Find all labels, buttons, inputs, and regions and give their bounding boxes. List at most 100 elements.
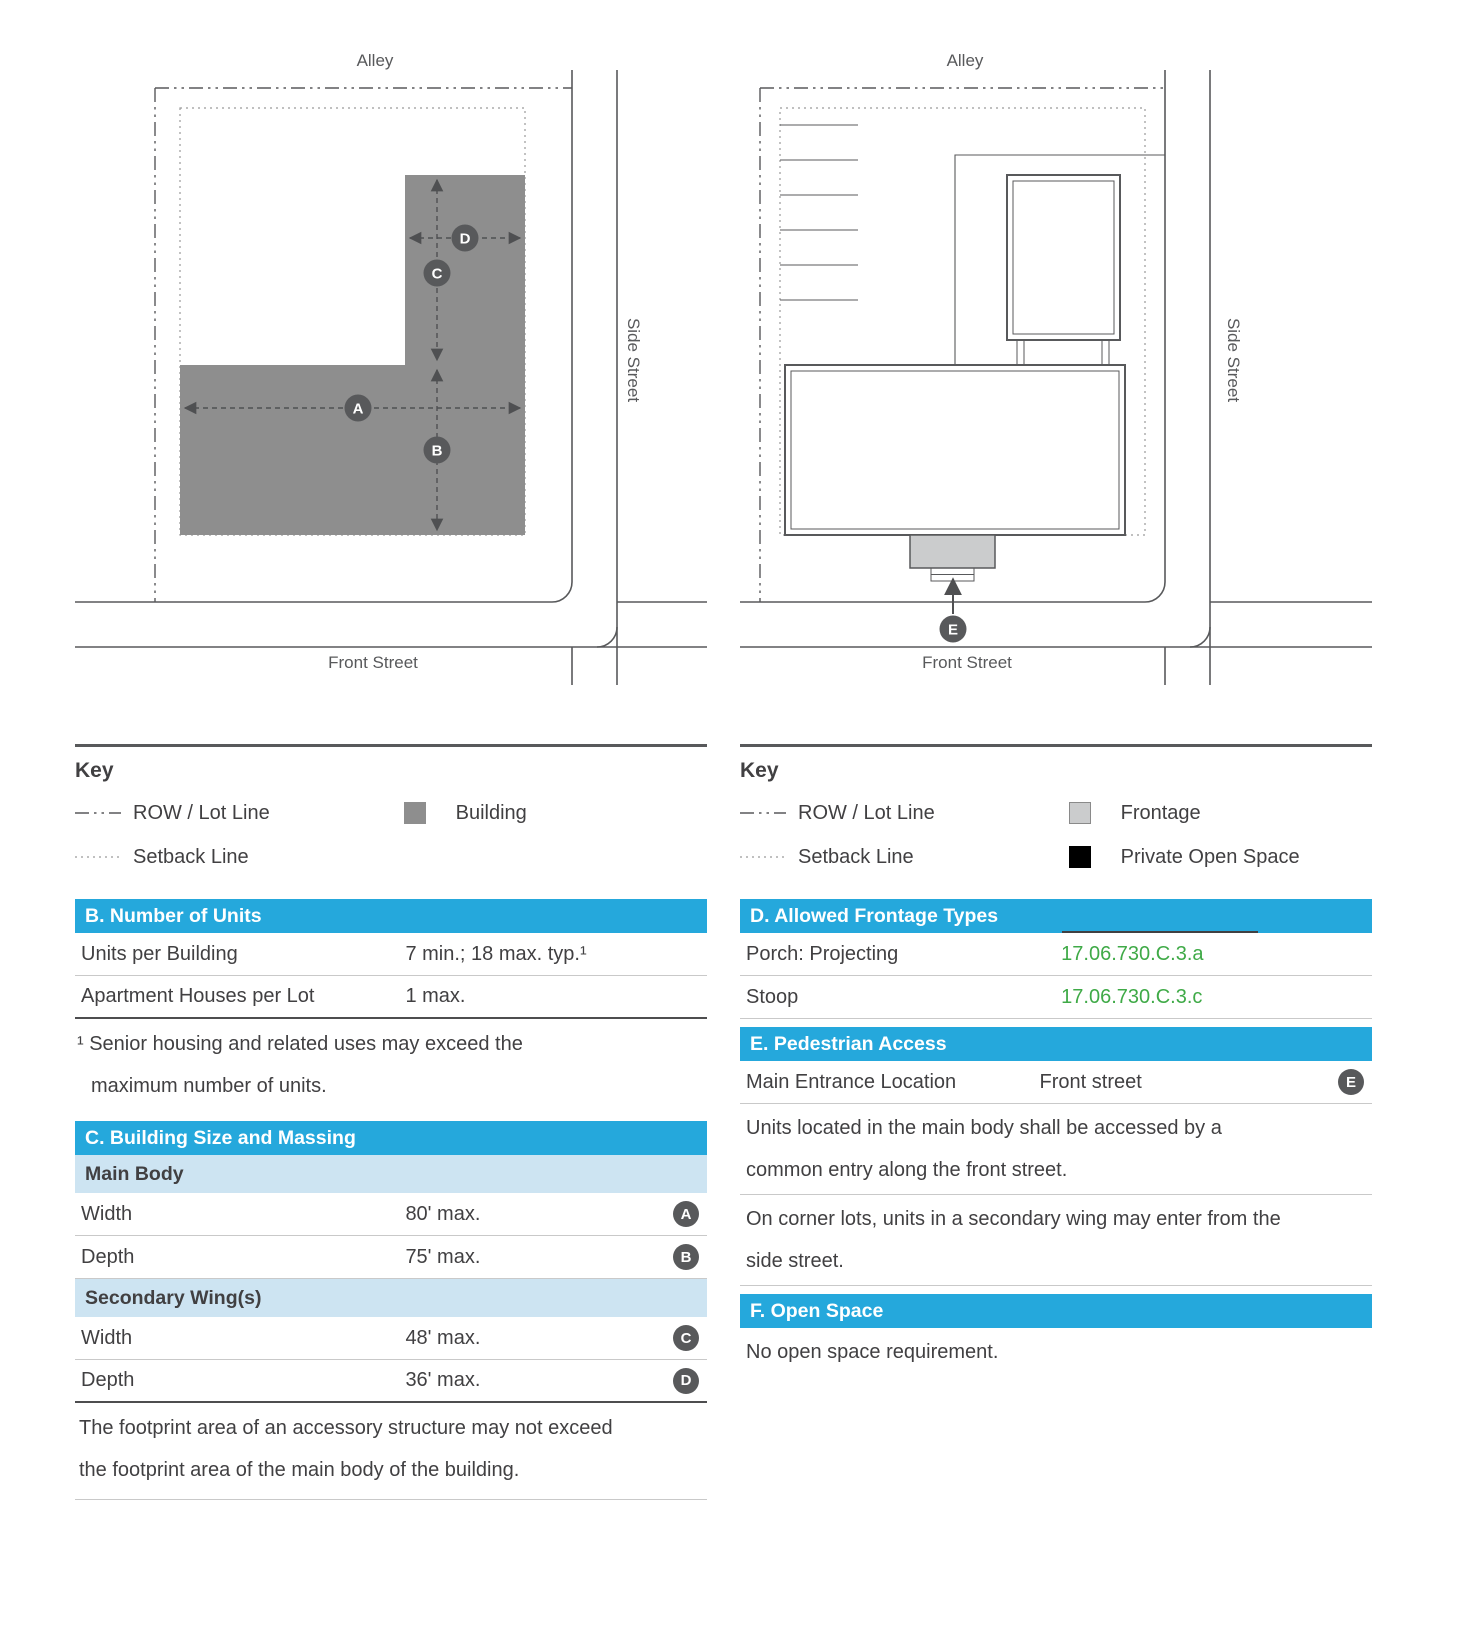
paragraph-text: On corner lots, units in a secondary win… bbox=[746, 1208, 1281, 1272]
section-allowed-frontage-types: D. Allowed Frontage Types Porch: Project… bbox=[740, 899, 1372, 1019]
street-lines bbox=[75, 70, 707, 685]
table-row: Main Entrance Location Front street E bbox=[740, 1061, 1372, 1104]
key-label: Building bbox=[455, 801, 527, 824]
row-lot-line-sample-icon bbox=[75, 812, 121, 814]
key-label: ROW / Lot Line bbox=[798, 801, 935, 824]
frontage-access-diagram: Alley bbox=[740, 51, 1372, 685]
section-header: D. Allowed Frontage Types bbox=[740, 899, 1372, 933]
row-label: Depth bbox=[81, 1245, 135, 1268]
section-pedestrian-access: E. Pedestrian Access Main Entrance Locat… bbox=[740, 1027, 1372, 1286]
key-label: ROW / Lot Line bbox=[133, 801, 270, 824]
table-row: Apartment Houses per Lot 1 max. bbox=[75, 976, 707, 1019]
key-title: Key bbox=[740, 759, 779, 782]
setback-line bbox=[179, 107, 526, 536]
row-label: Width bbox=[81, 1202, 133, 1225]
side-street-label: Side Street bbox=[624, 318, 643, 402]
alley-label: Alley bbox=[357, 51, 394, 70]
key-item-empty bbox=[404, 835, 707, 879]
svg-text:C: C bbox=[432, 266, 443, 283]
entrance-badge: E bbox=[1338, 1069, 1364, 1095]
setback-line-sample-icon bbox=[740, 856, 786, 858]
dimension-badge: D bbox=[673, 1367, 699, 1394]
parking-stalls bbox=[780, 124, 858, 301]
section-header: E. Pedestrian Access bbox=[740, 1027, 1372, 1061]
right-column: Alley bbox=[740, 30, 1372, 1500]
table-row: Width 48' max. C bbox=[75, 1317, 707, 1360]
svg-text:D: D bbox=[460, 231, 471, 248]
key-item-setback-line: Setback Line bbox=[75, 835, 404, 879]
section-header: F. Open Space bbox=[740, 1294, 1372, 1328]
frontage-area bbox=[909, 534, 996, 569]
row-label: Depth bbox=[81, 1369, 135, 1391]
subsection-header: Main Body bbox=[75, 1155, 707, 1193]
row-lot-line bbox=[759, 87, 1165, 602]
row-value: 75' max. bbox=[405, 1245, 481, 1268]
front-street-label: Front Street bbox=[922, 653, 1012, 672]
paragraph-text: Units located in the main body shall be … bbox=[746, 1117, 1222, 1181]
dimension-badge-d: D bbox=[451, 224, 479, 252]
dimension-badge: C bbox=[673, 1325, 699, 1351]
row-lot-line bbox=[154, 87, 572, 602]
main-body-building bbox=[784, 364, 1126, 536]
key-label: Setback Line bbox=[798, 845, 914, 868]
courtyard-boundary bbox=[954, 154, 1165, 365]
side-street-label: Side Street bbox=[1224, 318, 1243, 402]
frontage-type-link[interactable]: 17.06.730.C.3.c bbox=[1061, 985, 1203, 1008]
street-lines bbox=[740, 70, 1372, 685]
row-value: 36' max. bbox=[405, 1369, 481, 1391]
key-label: Private Open Space bbox=[1120, 845, 1300, 868]
frontage-swatch-icon bbox=[1068, 802, 1091, 824]
building-massing-diagram: Alley A bbox=[75, 51, 707, 685]
key-item-frontage: Frontage bbox=[1068, 791, 1372, 835]
secondary-wing-building bbox=[1006, 174, 1121, 365]
setback-line bbox=[779, 107, 1146, 536]
key-label: Frontage bbox=[1120, 801, 1201, 824]
table-row: Porch: Projecting 17.06.730.C.3.a bbox=[740, 933, 1372, 976]
key-title: Key bbox=[75, 759, 114, 782]
key-left: Key ROW / Lot Line Building bbox=[75, 744, 707, 879]
key-item-row-lot-line: ROW / Lot Line bbox=[740, 791, 1069, 835]
key-right: Key ROW / Lot Line Frontage bbox=[740, 744, 1372, 879]
alley-label: Alley bbox=[947, 51, 984, 70]
row-label: Porch: Projecting bbox=[746, 942, 899, 965]
section-open-space: F. Open Space No open space requirement. bbox=[740, 1294, 1372, 1376]
section-header: B. Number of Units bbox=[75, 899, 707, 933]
entrance-badge-e: E bbox=[939, 615, 967, 643]
private-open-space-swatch-icon bbox=[1068, 846, 1091, 868]
svg-text:B: B bbox=[432, 443, 443, 460]
dimension-badge: A bbox=[673, 1201, 699, 1227]
footnote: ¹ Senior housing and related uses may ex… bbox=[77, 1033, 523, 1097]
table-row: Units per Building 7 min.; 18 max. typ.¹ bbox=[75, 933, 707, 976]
left-column: Alley A bbox=[75, 30, 707, 1500]
table-row: Depth 36' max. D bbox=[75, 1360, 707, 1403]
row-lot-line-sample-icon bbox=[740, 812, 786, 814]
section-paragraph: Units located in the main body shall be … bbox=[740, 1104, 1372, 1195]
table-row: Depth 75' max. B bbox=[75, 1236, 707, 1279]
section-note: The footprint area of an accessory struc… bbox=[75, 1403, 707, 1500]
section-building-size-massing: C. Building Size and Massing Main Body W… bbox=[75, 1121, 707, 1500]
row-value: 48' max. bbox=[405, 1326, 481, 1349]
section-paragraph: No open space requirement. bbox=[740, 1328, 1372, 1376]
key-item-private-open-space: Private Open Space bbox=[1068, 835, 1372, 879]
svg-text:E: E bbox=[948, 622, 958, 639]
dimension-badge: B bbox=[673, 1244, 699, 1270]
row-value: 80' max. bbox=[405, 1202, 481, 1225]
frontage-type-link[interactable]: 17.06.730.C.3.a bbox=[1061, 942, 1204, 965]
key-label: Setback Line bbox=[133, 845, 249, 868]
row-label: Apartment Houses per Lot bbox=[81, 985, 315, 1007]
row-value: Front street bbox=[1039, 1070, 1142, 1093]
section-header: C. Building Size and Massing bbox=[75, 1121, 707, 1155]
note-text: The footprint area of an accessory struc… bbox=[79, 1417, 613, 1481]
section-number-of-units: B. Number of Units Units per Building 7 … bbox=[75, 899, 707, 1113]
row-value: 7 min.; 18 max. typ.¹ bbox=[405, 942, 587, 965]
dimension-badge-b: B bbox=[423, 436, 451, 464]
svg-text:A: A bbox=[353, 401, 364, 418]
building-swatch-icon bbox=[403, 802, 426, 824]
dimension-badge-c: C bbox=[423, 259, 451, 287]
row-label: Main Entrance Location bbox=[746, 1070, 957, 1093]
row-value: 1 max. bbox=[405, 985, 466, 1007]
row-label: Units per Building bbox=[81, 942, 238, 965]
key-item-setback-line: Setback Line bbox=[740, 835, 1069, 879]
subsection-header: Secondary Wing(s) bbox=[75, 1279, 707, 1317]
